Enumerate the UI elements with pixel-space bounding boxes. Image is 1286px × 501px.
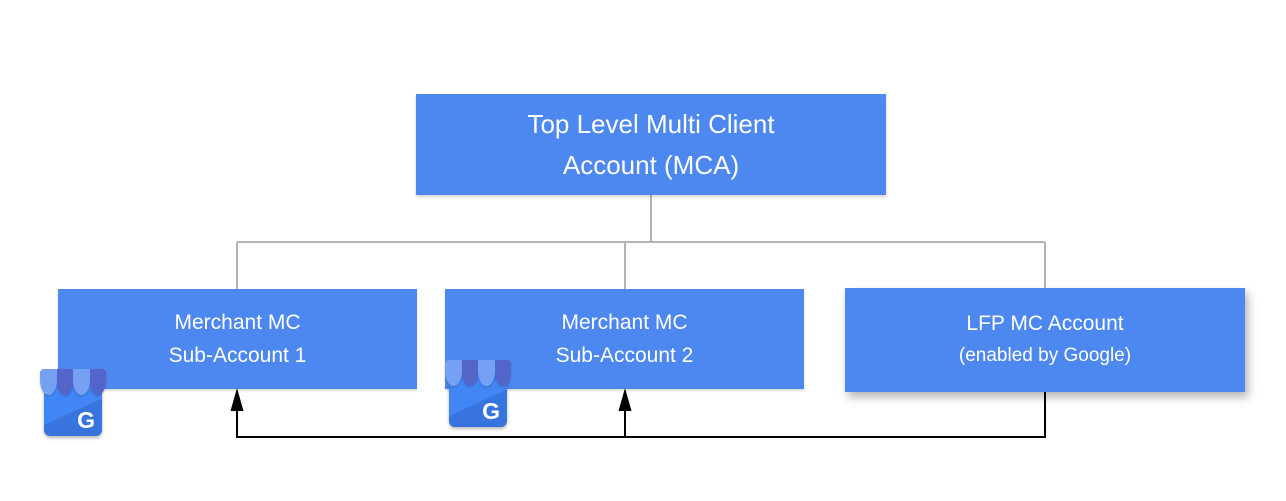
google-my-business-icon: G [445, 360, 511, 427]
awning-stripe [445, 360, 462, 386]
awning-stripe [56, 369, 73, 395]
node-sub1-line2: Sub-Account 1 [168, 344, 307, 367]
awning-stripe [478, 360, 495, 386]
awning-stripe [461, 360, 478, 386]
arrowhead-to-sub2-icon [618, 388, 632, 411]
awning-stripe [73, 369, 90, 395]
awning-stripe [40, 369, 57, 395]
node-sub1-line1: Merchant MC [174, 311, 301, 334]
node-top-level-mca-line2: Account (MCA) [562, 149, 740, 180]
node-top-level-mca: Top Level Multi Client Account (MCA) [416, 94, 886, 195]
node-lfp-line1: LFP MC Account [966, 312, 1124, 335]
node-sub2-line2: Sub-Account 2 [555, 344, 694, 367]
hierarchy-tree-line [236, 195, 1046, 289]
node-lfp-line2: (enabled by Google) [958, 345, 1132, 366]
google-my-business-icon: G [40, 369, 106, 436]
awning-stripe [89, 369, 106, 395]
google-g-letter: G [77, 407, 95, 433]
storefront-awning-icon [40, 369, 106, 395]
node-top-level-mca-line1: Top Level Multi Client [527, 108, 775, 139]
awning-stripe [494, 360, 511, 386]
lfp-feedback-line [236, 392, 1046, 438]
node-lfp-mc-account: LFP MC Account (enabled by Google) [845, 288, 1245, 392]
storefront-awning-icon [445, 360, 511, 386]
arrowhead-to-sub1-icon [230, 388, 244, 411]
node-merchant-sub-account-1: Merchant MC Sub-Account 1 [58, 289, 417, 389]
google-g-letter: G [482, 398, 500, 424]
node-sub2-line1: Merchant MC [561, 311, 688, 334]
